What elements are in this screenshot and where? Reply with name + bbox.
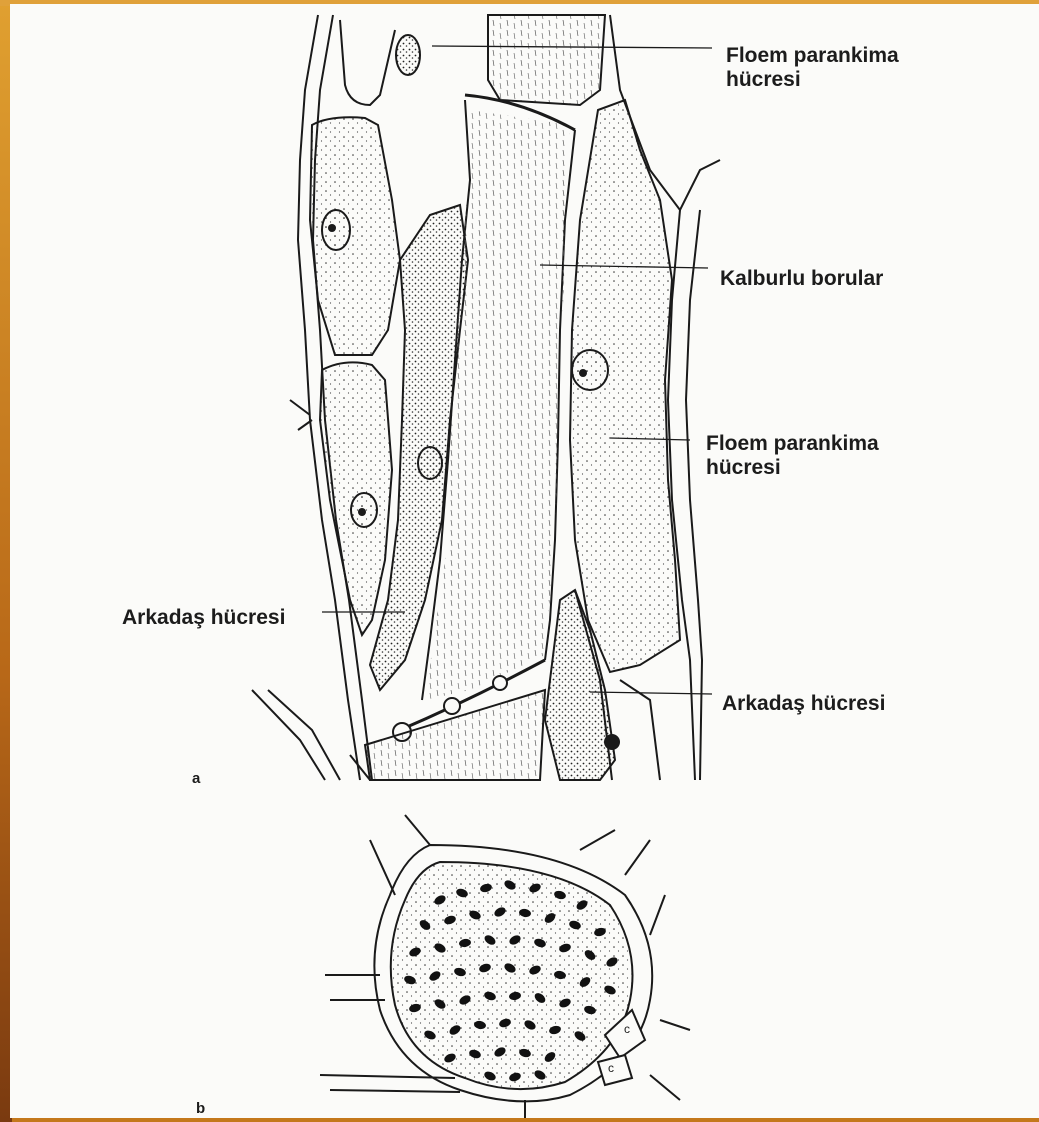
companion-nucleus-left [418, 447, 442, 479]
label-floem-parankima-top: Floem parankima hücresi [726, 44, 899, 92]
sieve-plate-disc [391, 862, 633, 1089]
panel-letter-a: a [192, 770, 200, 787]
nucleus-top-left [396, 35, 420, 75]
right-outer-wall-3 [686, 210, 702, 780]
label-floem-parankima-top-line2: hücresi [726, 68, 899, 92]
label-floem-parankima-mid-line2: hücresi [706, 456, 879, 480]
companion-cell-letter-2: c [608, 1061, 614, 1075]
figure-a-drawing [252, 15, 720, 780]
label-floem-parankima-top-line1: Floem parankima [726, 44, 899, 68]
nucleus-right [572, 350, 608, 390]
sieve-bead-3 [493, 676, 507, 690]
companion-cell-letter-1: c [624, 1022, 630, 1036]
leader-arkadas-right [590, 692, 712, 694]
label-arkadas-hucresi-right: Arkadaş hücresi [722, 692, 885, 716]
parenchyma-cell-top-left [340, 20, 395, 105]
nucleus-left-1 [322, 210, 350, 250]
label-floem-parankima-mid: Floem parankima hücresi [706, 432, 879, 480]
companion-cell-b2 [598, 1055, 632, 1085]
nucleus-right-lower [604, 734, 620, 750]
label-floem-parankima-mid-line1: Floem parankima [706, 432, 879, 456]
panel-letter-b: b [196, 1100, 205, 1117]
label-arkadas-hucresi-left: Arkadaş hücresi [122, 606, 285, 630]
label-kalburlu-borular: Kalburlu borular [720, 267, 883, 291]
sieve-bead-2 [444, 698, 460, 714]
sieve-tube-top-block [488, 15, 605, 105]
